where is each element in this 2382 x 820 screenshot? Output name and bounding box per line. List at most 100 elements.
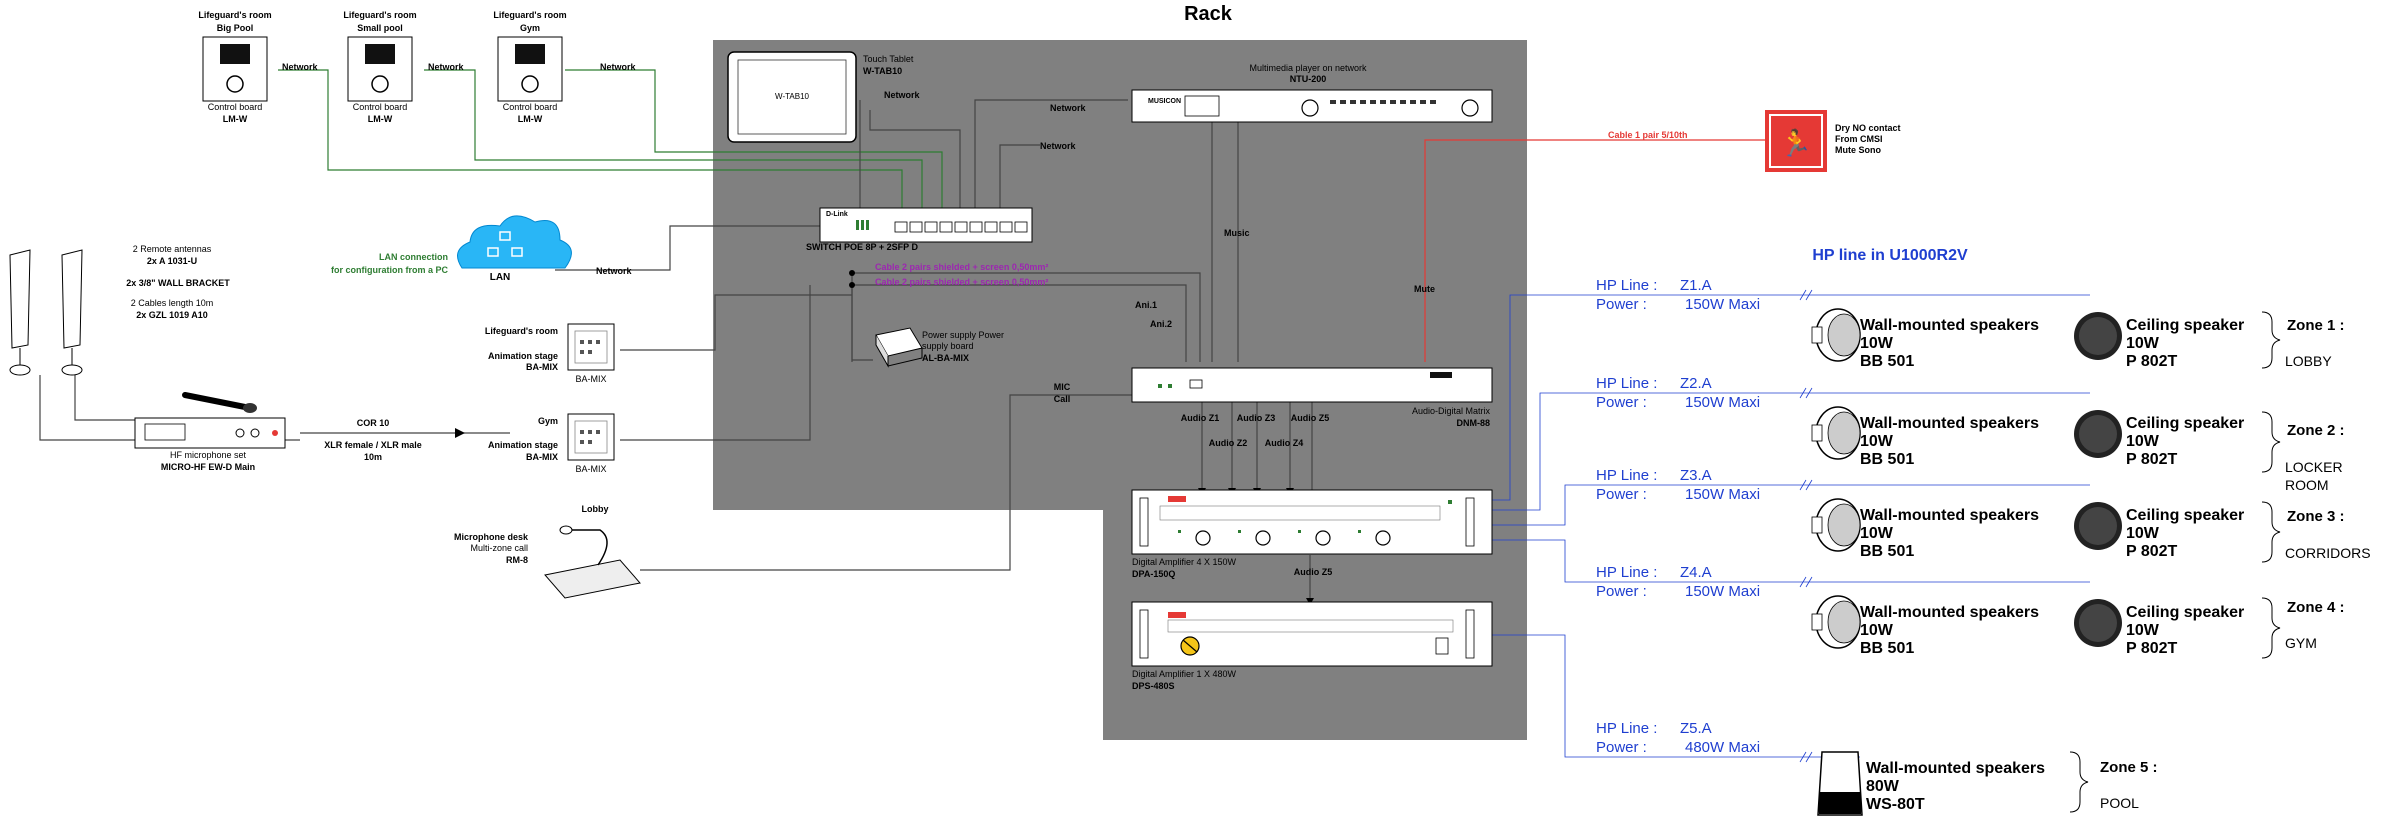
desk-room: Lobby: [582, 504, 609, 514]
ceiling-speaker-line-3: P 802T: [2126, 353, 2178, 370]
mic-connector-label: XLR female / XLR male: [324, 440, 422, 450]
hp-line-label: HP Line :: [1596, 277, 1657, 294]
ceiling-speaker-line-1: Ceiling speaker: [2126, 604, 2244, 621]
zone-title: Zone 5 :: [2100, 759, 2158, 776]
hp-line-label: HP Line :: [1596, 720, 1657, 737]
ceiling-speaker-1: Ceiling speaker 10W P 802T: [2074, 312, 2244, 370]
amp4-model: DPA-150Q: [1132, 569, 1175, 579]
tablet-screen-text: W-TAB10: [775, 92, 809, 101]
antenna-line-3: 2x 3/8" WALL BRACKET: [126, 278, 230, 288]
zone-4: Zone 4 : GYM: [2261, 597, 2345, 659]
ba-mix-room: Gym: [538, 416, 558, 426]
audio-matrix: Audio-Digital Matrix DNM-88: [1131, 367, 1493, 428]
power-label: Power :: [1596, 486, 1647, 503]
player-model: NTU-200: [1290, 74, 1327, 84]
ba-mix-gym: Gym Animation stage BA-MIX BA-MIX: [488, 413, 615, 474]
lan-cloud-label: LAN: [490, 272, 511, 283]
lan-line-2: for configuration from a PC: [331, 265, 449, 275]
amplifier-4x150: Digital Amplifier 4 X 150W DPA-150Q: [1131, 489, 1493, 579]
matrix-model: DNM-88: [1456, 418, 1490, 428]
desk-line-1: Microphone desk: [454, 532, 529, 542]
hp-line-label: HP Line :: [1596, 564, 1657, 581]
wall-speaker-line-3: WS-80T: [1866, 796, 1925, 813]
poe-switch: D-Link SWITCH POE 8P + 2SFP D Network Ne…: [806, 103, 1087, 252]
audio-z3-label: Audio Z3: [1237, 413, 1276, 423]
board-title: Lifeguard's room: [493, 10, 566, 20]
board-sub: Small pool: [357, 23, 403, 33]
board-title: Lifeguard's room: [343, 10, 416, 20]
zone-title: Zone 4 :: [2287, 599, 2345, 616]
hp-line-label: HP Line :: [1596, 375, 1657, 392]
tablet-label: Touch Tablet: [863, 54, 914, 64]
hp-line-zone-4: HP Line : Z4.A Power : 150W Maxi: [1596, 564, 1760, 600]
antenna-line-1: 2 Remote antennas: [133, 244, 212, 254]
ba-mix-tag: BA-MIX: [575, 464, 606, 474]
zone-title: Zone 2 :: [2287, 422, 2345, 439]
hp-line-zone-5: HP Line : Z5.A Power : 480W Maxi: [1596, 720, 1760, 756]
mic-set-model: MICRO-HF EW-D Main: [161, 462, 255, 472]
ceiling-speaker-line-2: 10W: [2126, 335, 2160, 352]
ceiling-speaker-line-2: 10W: [2126, 525, 2160, 542]
fire-line-1: Dry NO contact: [1835, 123, 1901, 133]
ceiling-speaker-line-2: 10W: [2126, 433, 2160, 450]
audio-z1-label: Audio Z1: [1181, 413, 1220, 423]
wall-speaker-line-2: 80W: [1866, 778, 1900, 795]
wall-speaker-line-2: 10W: [1860, 433, 1894, 450]
hp-line-zone-3: HP Line : Z3.A Power : 150W Maxi: [1596, 467, 1760, 503]
wiring: [39, 69, 2090, 763]
power-value: 480W Maxi: [1685, 739, 1760, 756]
zone-name: POOL: [2100, 795, 2139, 811]
power-label: Power :: [1596, 739, 1647, 756]
cable-annotations: Cable 2 pairs shielded + screen 0,50mm² …: [849, 262, 1172, 329]
zone-name: CORRIDORS: [2285, 545, 2371, 561]
zone-3: Zone 3 : CORRIDORS: [2261, 501, 2371, 563]
antenna-line-2: 2x A 1031-U: [147, 256, 197, 266]
ceiling-speaker-line-3: P 802T: [2126, 543, 2178, 560]
ani2-label: Ani.2: [1150, 319, 1172, 329]
mic-set-label: HF microphone set: [170, 450, 247, 460]
power-label: Power :: [1596, 583, 1647, 600]
fire-line-3: Mute Sono: [1835, 145, 1881, 155]
matrix-label: Audio-Digital Matrix: [1412, 406, 1491, 416]
psu-model: AL-BA-MIX: [922, 353, 969, 363]
board-model: LM-W: [518, 114, 543, 124]
desk-model: RM-8: [506, 555, 528, 565]
player-audio-label: Music: [1224, 228, 1250, 238]
zone-1: Zone 1 : LOBBY: [2261, 311, 2345, 369]
ba-mix-stage: Animation stage: [488, 440, 558, 450]
wall-speaker-4: Wall-mounted speakers 10W BB 501: [1811, 595, 2039, 657]
mic-call-line-1: MIC: [1054, 382, 1071, 392]
ani1-label: Ani.1: [1135, 300, 1157, 310]
mic-cable-label: COR 10: [357, 418, 390, 428]
switch-network-label-1: Network: [1050, 103, 1087, 113]
hf-microphone-set: HF microphone set MICRO-HF EW-D Main COR…: [134, 392, 422, 472]
tablet-model: W-TAB10: [863, 66, 902, 76]
running-man-icon: 🏃: [1780, 128, 1812, 158]
board-model: LM-W: [223, 114, 248, 124]
hp-line-zone: Z4.A: [1680, 564, 1712, 581]
network-label: Network: [282, 62, 319, 72]
ba-mix-tag: BA-MIX: [575, 374, 606, 384]
switch-label: SWITCH POE 8P + 2SFP D: [806, 242, 918, 252]
mute-label: Mute: [1414, 284, 1435, 294]
wall-speaker-2: Wall-mounted speakers 10W BB 501: [1811, 406, 2039, 468]
power-label: Power :: [1596, 394, 1647, 411]
touch-tablet: W-TAB10 Touch Tablet W-TAB10 Network: [727, 51, 921, 143]
player-label: Multimedia player on network: [1249, 63, 1367, 73]
control-board-gym: Lifeguard's room Gym Control board LM-W …: [493, 10, 636, 124]
zone-name: LOBBY: [2285, 353, 2332, 369]
wall-speaker-1: Wall-mounted speakers 10W BB 501: [1811, 308, 2039, 370]
wall-speaker-line-1: Wall-mounted speakers: [1866, 760, 2045, 777]
amplifier-1x480: Digital Amplifier 1 X 480W DPS-480S: [1131, 601, 1493, 691]
lan-cloud: LAN LAN connection for configuration fro…: [331, 215, 633, 283]
amp1-model: DPS-480S: [1132, 681, 1175, 691]
player-brand: MUSICON: [1148, 98, 1181, 105]
fire-line-2: From CMSI: [1835, 134, 1883, 144]
zone-name: LOCKER: [2285, 459, 2343, 475]
ceiling-speaker-line-1: Ceiling speaker: [2126, 415, 2244, 432]
hp-line-zone-1: HP Line : Z1.A Power : 150W Maxi: [1596, 277, 1760, 313]
ceiling-speaker-3: Ceiling speaker 10W P 802T: [2074, 502, 2244, 560]
power-value: 150W Maxi: [1685, 486, 1760, 503]
board-label: Control board: [353, 102, 408, 112]
